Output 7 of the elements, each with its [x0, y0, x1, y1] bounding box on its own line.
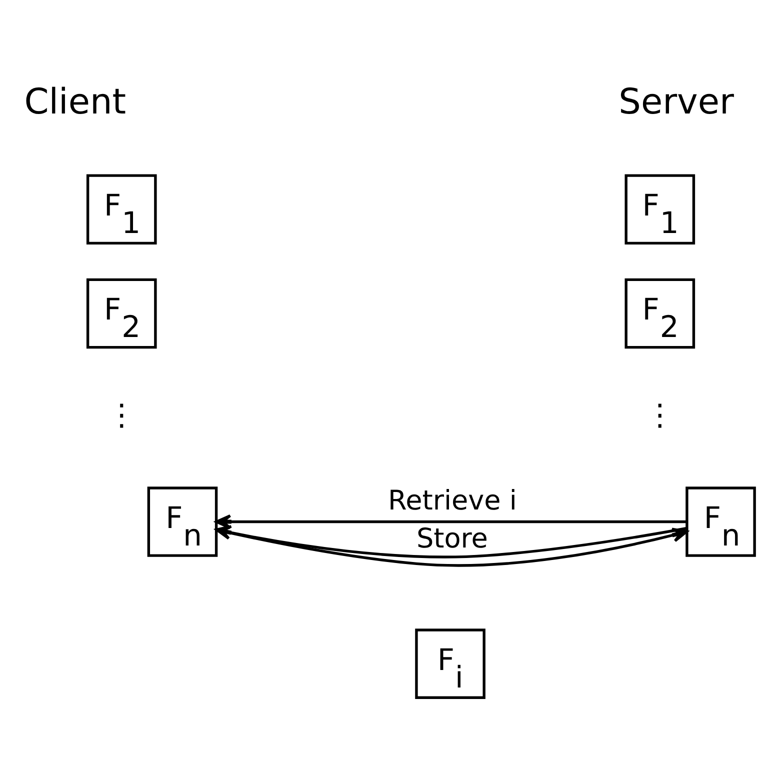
label: ⋮ — [106, 398, 136, 433]
edge-label: Store — [416, 522, 488, 554]
label: ⋮ — [645, 398, 675, 433]
edge-label: Retrieve i — [388, 485, 517, 516]
label: Client — [24, 81, 126, 122]
arrow — [215, 514, 687, 529]
label: Server — [618, 81, 734, 122]
